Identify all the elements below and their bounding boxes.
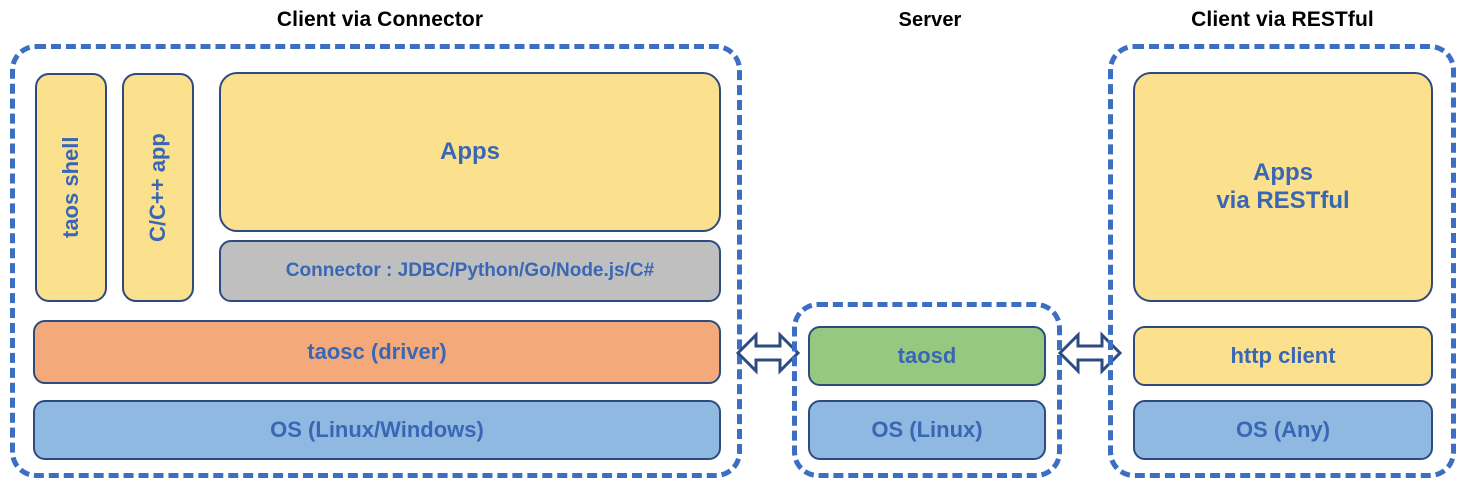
block-os-any[interactable]: OS (Any)	[1133, 400, 1433, 460]
block-os-linux[interactable]: OS (Linux)	[808, 400, 1046, 460]
block-http-client[interactable]: http client	[1133, 326, 1433, 386]
section-title-client-connector: Client via Connector	[276, 8, 484, 31]
section-title-client-restful: Client via RESTful	[1191, 8, 1374, 31]
group-client-connector	[10, 44, 742, 478]
double-headed-arrow-left	[735, 328, 801, 378]
block-taosd[interactable]: taosd	[808, 326, 1046, 386]
block-apps-connector[interactable]: Apps	[219, 72, 721, 232]
block-taosc-driver[interactable]: taosc (driver)	[33, 320, 721, 384]
group-server	[792, 302, 1062, 478]
double-headed-arrow-right	[1057, 328, 1123, 378]
group-client-restful	[1108, 44, 1456, 478]
block-connector[interactable]: Connector : JDBC/Python/Go/Node.js/C#	[219, 240, 721, 302]
section-title-server: Server	[898, 9, 962, 31]
block-c-cpp-app[interactable]: C/C++ app	[122, 73, 194, 302]
block-apps-via-restful[interactable]: Apps via RESTful	[1133, 72, 1433, 302]
block-os-linux-windows[interactable]: OS (Linux/Windows)	[33, 400, 721, 460]
block-taos-shell[interactable]: taos shell	[35, 73, 107, 302]
